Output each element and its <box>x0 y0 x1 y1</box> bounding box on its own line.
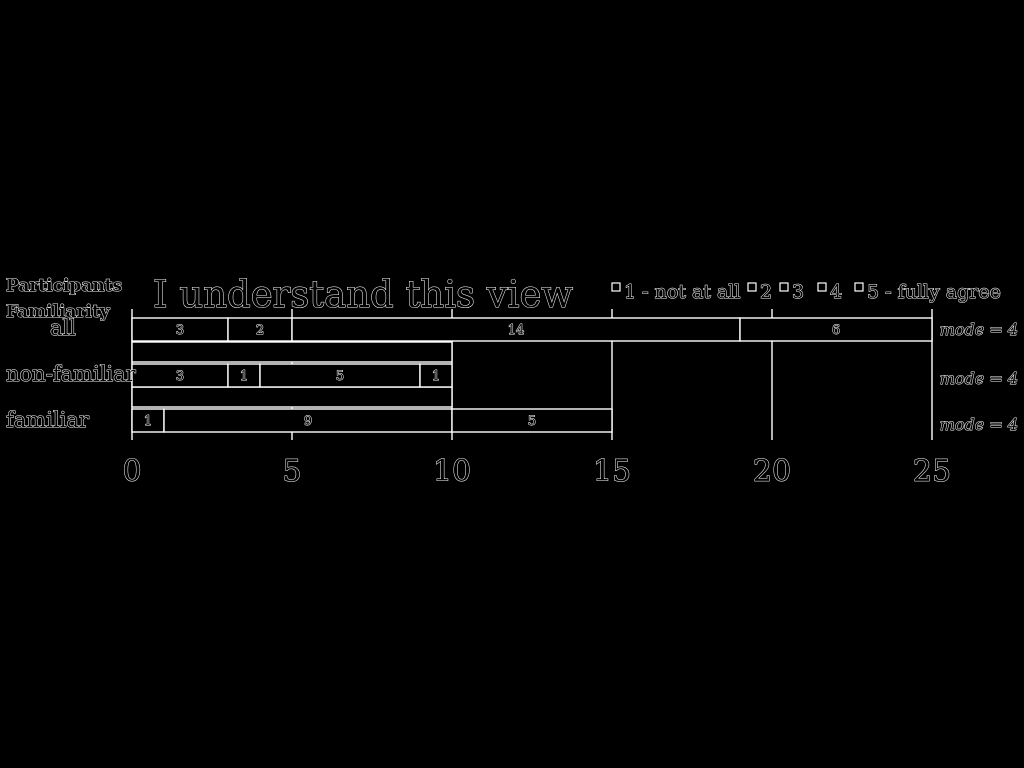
bar-value-label: 2 <box>256 323 264 338</box>
row-header-familiarity: Familiarity <box>6 302 111 322</box>
x-tick-label-25: 25 <box>913 454 951 489</box>
bar-value-label: 1 <box>240 369 248 384</box>
bar-segment <box>419 363 453 388</box>
bar-value-label: 5 <box>528 414 536 429</box>
mode-annotation: mode = 4 <box>940 415 1018 434</box>
x-tick-label-0: 0 <box>122 454 141 489</box>
bars <box>131 317 933 433</box>
x-tick-label-20: 20 <box>753 454 791 489</box>
legend-swatch <box>854 282 864 292</box>
bar-value-label: 14 <box>508 323 525 338</box>
category-label: non-familiar <box>6 362 137 386</box>
legend-label: 4 <box>830 281 842 303</box>
legend-swatch <box>611 282 621 292</box>
category-label: all <box>50 316 76 340</box>
row-header-participants: Participants <box>6 276 122 296</box>
bar-value-label: 6 <box>832 323 840 338</box>
legend-label: 3 <box>792 281 804 303</box>
bar-value-label: 5 <box>336 369 344 384</box>
legend-label: 1 - not at all <box>624 281 740 303</box>
x-tick-label-10: 10 <box>433 454 471 489</box>
row-separator <box>131 341 453 363</box>
legend-swatch <box>779 282 789 292</box>
bar-value-label: 3 <box>176 369 184 384</box>
legend-swatch <box>747 282 757 292</box>
x-tick-label-15: 15 <box>593 454 631 489</box>
chart-title: I understand this view <box>153 273 573 316</box>
bar-value-label: 1 <box>144 414 152 429</box>
bar-segment <box>451 408 613 433</box>
mode-annotation: mode = 4 <box>940 369 1018 388</box>
legend-label: 2 <box>760 281 772 303</box>
bar-value-label: 1 <box>432 369 440 384</box>
bar-value-label: 3 <box>176 323 184 338</box>
text-labels: Participants Familiarity I understand th… <box>6 273 1019 490</box>
legend-swatch <box>817 282 827 292</box>
row-separator <box>131 386 453 408</box>
bar-value-label: 9 <box>304 414 312 429</box>
mode-annotation: mode = 4 <box>940 320 1018 339</box>
category-label: familiar <box>6 408 90 432</box>
x-tick-label-5: 5 <box>282 454 301 489</box>
bar-segment <box>739 317 933 342</box>
legend-label: 5 - fully agree <box>867 281 1001 303</box>
